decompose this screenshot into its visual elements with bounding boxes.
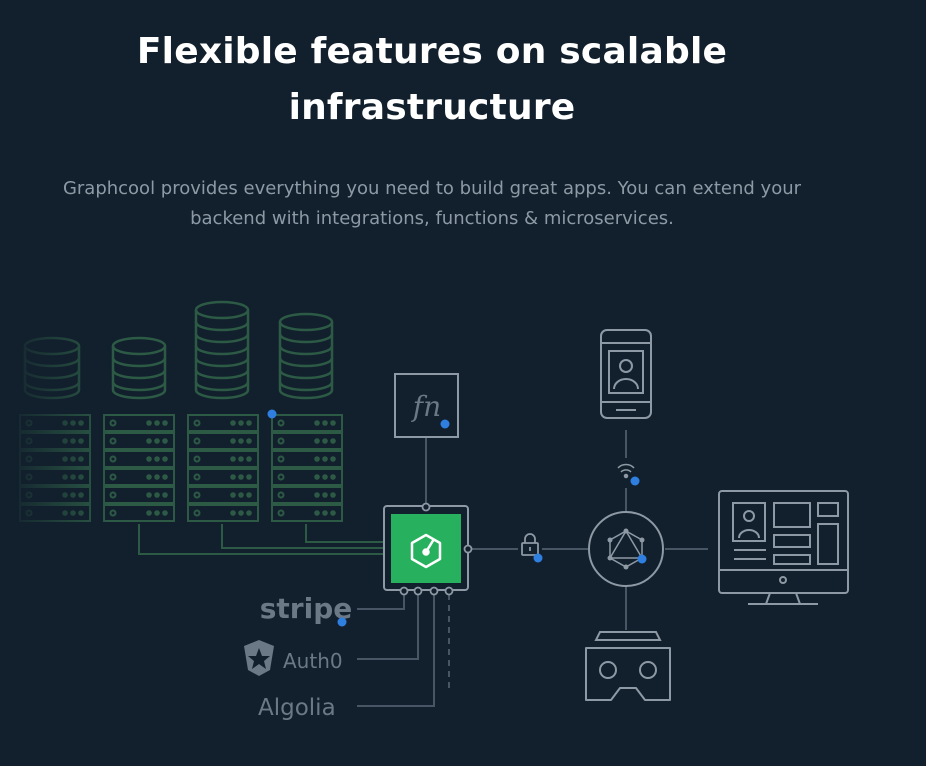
- page-heading: Flexible features on scalable infrastruc…: [136, 31, 728, 128]
- server-rack-icon: [103, 414, 175, 522]
- graphql-hub-icon: [588, 511, 664, 587]
- database-icon: [194, 300, 250, 400]
- page-description: Graphcool provides everything you need t…: [62, 178, 802, 229]
- wifi-icon: [617, 463, 635, 479]
- status-dot: [337, 617, 347, 627]
- stripe-label: stripe: [260, 592, 353, 625]
- auth0-label: Auth0: [283, 649, 343, 673]
- graphcool-logo-icon: [410, 533, 442, 569]
- algolia-label: Algolia: [258, 695, 336, 721]
- rack-connections: [138, 524, 384, 555]
- architecture-diagram: fn: [0, 290, 849, 721]
- integration-auth0: Auth0: [244, 640, 343, 676]
- desktop-monitor-icon: [718, 490, 849, 605]
- status-dots: [267, 409, 647, 627]
- database-icon: [23, 300, 334, 400]
- status-dot: [533, 553, 543, 563]
- integration-stripe: stripe: [260, 592, 353, 625]
- integration-algolia: Algolia: [258, 695, 336, 721]
- graphcool-core: [383, 502, 473, 596]
- database-icon: [111, 336, 167, 400]
- function-label: fn: [411, 390, 441, 423]
- vr-headset-icon: [585, 631, 671, 701]
- status-dot: [267, 409, 277, 419]
- database-icon: [278, 312, 334, 400]
- server-rack-icon: [187, 414, 259, 522]
- status-dot: [630, 476, 640, 486]
- lock-icon: [521, 533, 539, 556]
- mobile-phone-icon: [600, 329, 652, 419]
- function-icon: fn: [394, 373, 459, 438]
- status-dot: [440, 419, 450, 429]
- connection-lines: [357, 430, 708, 707]
- server-rack-icon: [271, 414, 343, 522]
- status-dot: [637, 554, 647, 564]
